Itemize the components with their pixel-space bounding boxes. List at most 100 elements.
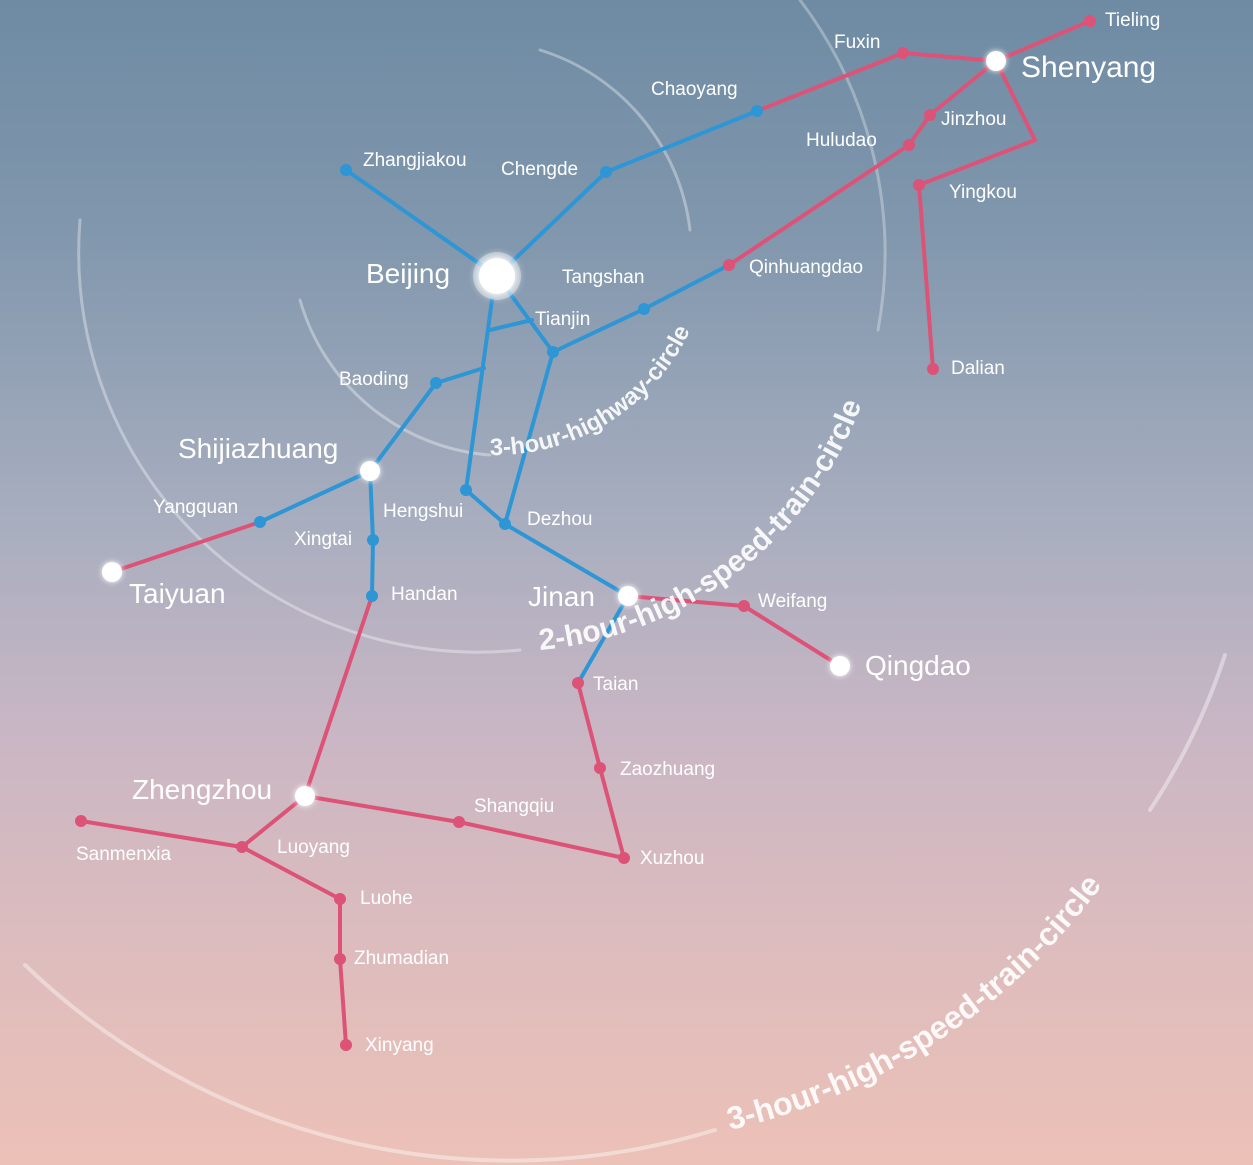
- label-weifang: Weifang: [758, 591, 828, 612]
- node-tianjin[interactable]: [547, 346, 559, 358]
- label-luohe: Luohe: [360, 888, 413, 909]
- label-shenyang: Shenyang: [1021, 51, 1157, 84]
- ring-train-2h-upper: [798, 0, 887, 332]
- node-qinhuangdao[interactable]: [723, 259, 735, 271]
- line-tianjin-dezhou: [503, 350, 555, 526]
- label-luoyang: Luoyang: [277, 837, 350, 858]
- node-baoding[interactable]: [430, 377, 442, 389]
- label-beijing: Beijing: [366, 258, 451, 289]
- label-train3-circle: 3-hour-high-speed-train-circle: [723, 868, 1108, 1137]
- node-taian[interactable]: [572, 677, 584, 689]
- label-highway-circle: 3-hour-highway-circle: [490, 321, 696, 461]
- label-taian: Taian: [593, 674, 639, 695]
- line-beijing-zhangjiakou: [344, 168, 499, 278]
- label-yingkou: Yingkou: [949, 182, 1017, 203]
- line-luoyang-xinyang: [240, 845, 348, 1047]
- node-handan[interactable]: [366, 590, 378, 602]
- node-yangquan[interactable]: [254, 516, 266, 528]
- label-hengshui: Hengshui: [383, 501, 464, 522]
- hub-nodes: [102, 51, 1006, 806]
- line-shenyang-dalian: [917, 59, 1037, 371]
- ring-train-3h-right: [1148, 653, 1227, 812]
- label-zhengzhou: Zhengzhou: [132, 774, 273, 805]
- label-qingdao: Qingdao: [865, 650, 971, 681]
- ring-highway-3h-upper: [538, 48, 692, 232]
- label-jinan: Jinan: [528, 581, 595, 612]
- node-luoyang[interactable]: [236, 841, 248, 853]
- label-dezhou: Dezhou: [527, 509, 593, 530]
- line-beijing-hengshui: [464, 298, 630, 598]
- node-xinyang[interactable]: [340, 1039, 352, 1051]
- label-baoding: Baoding: [339, 369, 409, 390]
- node-zaozhuang[interactable]: [594, 762, 606, 774]
- label-xuzhou: Xuzhou: [640, 848, 705, 869]
- label-xinyang: Xinyang: [365, 1035, 434, 1056]
- label-zhangjiakou: Zhangjiakou: [363, 150, 467, 171]
- line-chaoyang-shenyang: [755, 19, 1092, 113]
- ring-train-2h: [77, 218, 522, 654]
- label-chengde: Chengde: [501, 159, 579, 180]
- label-zaozhuang: Zaozhuang: [620, 759, 716, 780]
- line-handan-zhengzhou: [303, 594, 374, 798]
- node-shangqiu[interactable]: [453, 816, 465, 828]
- node-fuxin[interactable]: [897, 47, 909, 59]
- label-shijiazhuang: Shijiazhuang: [178, 433, 339, 464]
- label-chaoyang: Chaoyang: [651, 79, 738, 100]
- node-taiyuan[interactable]: [102, 562, 122, 582]
- node-dalian[interactable]: [927, 363, 939, 375]
- line-qinhuangdao-shenyang: [727, 59, 998, 267]
- node-beijing[interactable]: [479, 258, 515, 294]
- ring-train-3h: [23, 963, 717, 1163]
- label-xingtai: Xingtai: [294, 529, 353, 550]
- node-luohe[interactable]: [334, 893, 346, 905]
- node-chaoyang[interactable]: [751, 105, 763, 117]
- label-shangqiu: Shangqiu: [474, 796, 555, 817]
- label-yangquan: Yangquan: [153, 497, 239, 518]
- pink-stops: [75, 15, 1096, 1051]
- label-fuxin: Fuxin: [834, 32, 881, 53]
- line-jinan-taian: [576, 594, 630, 685]
- label-handan: Handan: [391, 584, 458, 605]
- line-yangquan-taiyuan: [110, 520, 262, 574]
- label-qinhuangdao: Qinhuangdao: [749, 257, 864, 278]
- label-tangshan: Tangshan: [562, 267, 645, 288]
- node-huludao[interactable]: [903, 139, 915, 151]
- label-tianjin: Tianjin: [535, 309, 591, 330]
- node-weifang[interactable]: [738, 600, 750, 612]
- node-jinzhou[interactable]: [924, 109, 936, 121]
- label-jinzhou: Jinzhou: [941, 109, 1007, 130]
- node-tieling[interactable]: [1084, 15, 1096, 27]
- node-sanmenxia[interactable]: [75, 815, 87, 827]
- line-shijiazhuang-handan: [368, 469, 375, 598]
- label-taiyuan: Taiyuan: [129, 578, 226, 609]
- ring-highway-3h: [298, 298, 492, 457]
- node-zhumadian[interactable]: [334, 953, 346, 965]
- node-shenyang[interactable]: [986, 51, 1006, 71]
- line-beijing-chaoyang: [495, 109, 759, 278]
- label-huludao: Huludao: [806, 130, 877, 151]
- node-zhangjiakou[interactable]: [340, 164, 352, 176]
- line-shijiazhuang-yangquan: [258, 469, 372, 524]
- node-chengde[interactable]: [600, 166, 612, 178]
- blue-stops: [254, 105, 763, 602]
- node-yingkou[interactable]: [913, 179, 925, 191]
- line-branch-tianjin: [488, 318, 534, 332]
- node-qingdao[interactable]: [830, 656, 850, 676]
- node-xingtai[interactable]: [367, 534, 379, 546]
- label-dalian: Dalian: [951, 358, 1005, 379]
- node-tangshan[interactable]: [638, 303, 650, 315]
- node-hengshui[interactable]: [460, 484, 472, 496]
- label-sanmenxia: Sanmenxia: [76, 844, 172, 865]
- line-zhengzhou-xuzhou: [303, 794, 626, 860]
- node-shijiazhuang[interactable]: [360, 461, 380, 481]
- node-dezhou[interactable]: [499, 518, 511, 530]
- node-xuzhou[interactable]: [618, 852, 630, 864]
- isochrone-rings: [23, 0, 1227, 1163]
- train-network: [79, 19, 1092, 1047]
- label-zhumadian: Zhumadian: [354, 948, 450, 969]
- node-jinan[interactable]: [618, 586, 638, 606]
- label-tieling: Tieling: [1105, 10, 1161, 31]
- node-zhengzhou[interactable]: [295, 786, 315, 806]
